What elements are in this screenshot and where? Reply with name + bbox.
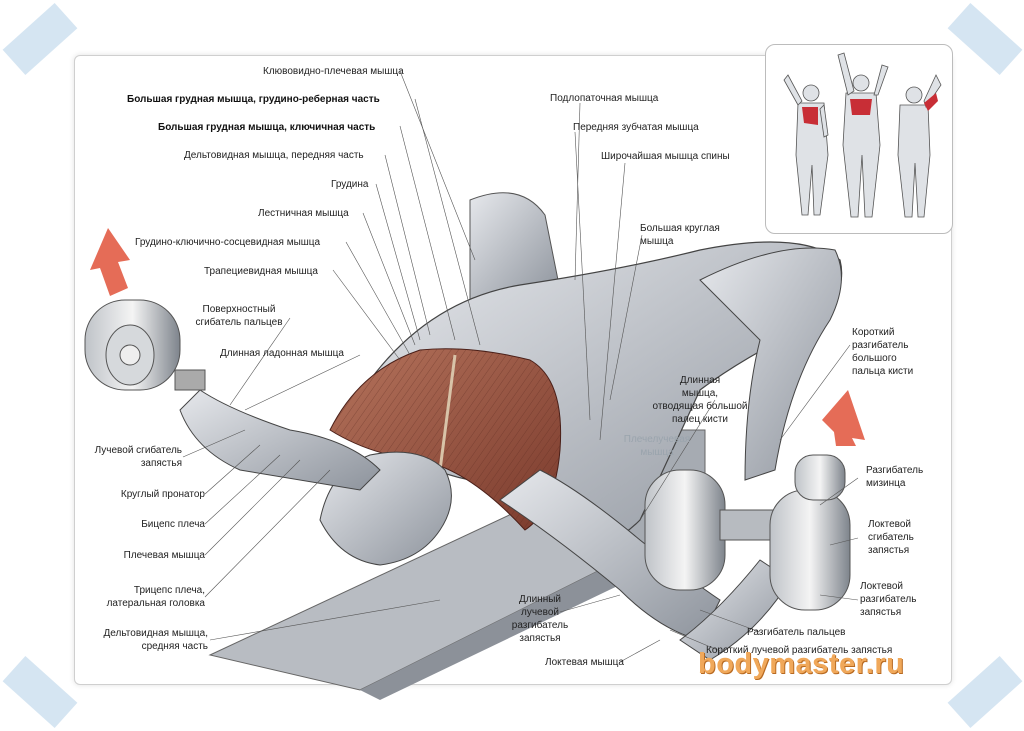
arrow-right-icon xyxy=(822,390,865,446)
left-lower-arm xyxy=(499,469,721,641)
left-arm xyxy=(179,389,381,491)
dumbbell-right xyxy=(644,454,851,611)
label-subscapularis: Подлопаточная мышца xyxy=(550,93,659,104)
label-brachialis: Плечевая мышца xyxy=(123,550,205,561)
right-arm xyxy=(699,247,842,481)
label-pec-major-sternocostal: Большая грудная мышца, грудино-реберная … xyxy=(127,94,380,105)
label-triceps: Трицепс плеча,латеральная головка xyxy=(106,585,205,609)
label-sternum: Грудина xyxy=(331,179,369,190)
brand-watermark[interactable]: bodymaster.ru xyxy=(698,648,905,680)
label-serratus-anterior: Передняя зубчатая мышца xyxy=(573,122,699,133)
label-scalene: Лестничная мышца xyxy=(258,208,349,219)
figures-illustration xyxy=(783,52,942,218)
label-coracobrachialis: Клювовидно-плечевая мышца xyxy=(263,66,404,77)
label-trapezius: Трапециевидная мышца xyxy=(204,266,318,277)
label-sternocleidomastoid: Грудино-ключично-сосцевидная мышца xyxy=(135,237,321,248)
label-pec-major-clavicular: Большая грудная мышца, ключичная часть xyxy=(158,122,376,133)
label-deltoid-middle: Дельтовидная мышца,средняя часть xyxy=(103,628,208,652)
arrow-left-icon xyxy=(90,228,130,296)
label-biceps: Бицепс плеча xyxy=(141,519,205,530)
bench-head-pad xyxy=(469,192,561,301)
label-palmaris-longus: Длинная ладонная мышца xyxy=(220,348,344,359)
label-latissimus: Широчайшая мышца спины xyxy=(601,151,730,162)
dumbbell-left xyxy=(84,299,206,391)
leader-lines xyxy=(182,70,859,663)
label-ecrb: Короткий лучевой разгибатель запястья xyxy=(706,645,893,656)
label-extensor-digitorum: Разгибатель пальцев xyxy=(747,627,846,638)
label-anconeus: Локтевая мышца xyxy=(545,657,624,668)
label-deltoid-anterior: Дельтовидная мышца, передняя часть xyxy=(184,150,364,161)
label-pronator-teres: Круглый пронатор xyxy=(120,489,205,500)
muscle-map-inset xyxy=(765,44,953,234)
